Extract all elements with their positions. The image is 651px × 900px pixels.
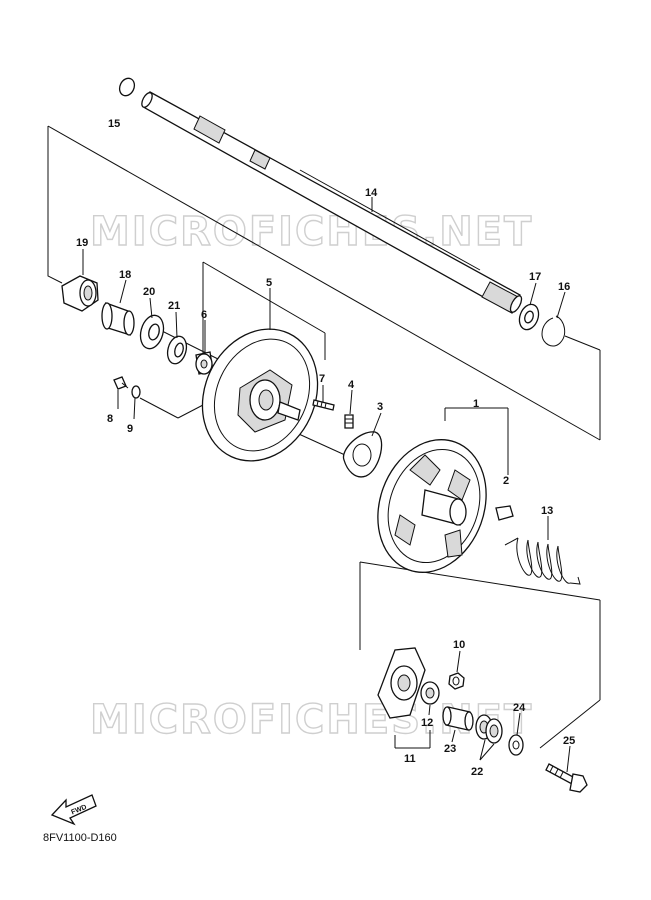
- washer-part-24[interactable]: [508, 734, 524, 756]
- collar-part-23[interactable]: [442, 706, 474, 731]
- callout-6: 6: [201, 309, 207, 321]
- nut-part-19[interactable]: [61, 275, 99, 312]
- callout-25: 25: [563, 735, 575, 747]
- washer-part-17[interactable]: [516, 302, 542, 333]
- fwd-arrow-icon: FWD: [50, 794, 97, 826]
- spring-part-13[interactable]: [504, 537, 581, 585]
- washer-part-20[interactable]: [137, 313, 167, 352]
- callout-22: 22: [471, 766, 483, 778]
- callout-17: 17: [529, 271, 541, 283]
- stud-bolt-part-7[interactable]: [312, 399, 335, 411]
- callouts: 15 14 19 18 20 21 6 5 7 4 3 8 9 1 2 17 1…: [76, 118, 575, 778]
- callout-19: 19: [76, 237, 88, 249]
- callout-15: 15: [108, 118, 120, 130]
- callout-14: 14: [365, 187, 378, 199]
- washer-part-21[interactable]: [165, 334, 190, 366]
- callout-20: 20: [143, 286, 155, 298]
- watermark-top: MICROFICHES.NET: [90, 209, 533, 255]
- slider-part-2[interactable]: [495, 505, 514, 521]
- callout-4: 4: [348, 379, 355, 391]
- callout-8: 8: [107, 413, 113, 425]
- callout-18: 18: [119, 269, 131, 281]
- callout-2: 2: [503, 475, 509, 487]
- circlip-part-16[interactable]: [541, 315, 566, 347]
- callout-1: 1: [473, 398, 479, 410]
- shaft-part-14[interactable]: [140, 91, 524, 314]
- collar-part-18[interactable]: [101, 302, 135, 336]
- bushings-part-22[interactable]: [475, 714, 503, 744]
- callout-24: 24: [513, 702, 526, 714]
- callout-10: 10: [453, 639, 465, 651]
- sliding-sheave-part-1[interactable]: [360, 424, 504, 587]
- fixed-sheave-part-5[interactable]: [181, 310, 338, 480]
- washer-part-9[interactable]: [131, 385, 141, 399]
- gasket-part-3[interactable]: [342, 431, 383, 478]
- callout-12: 12: [421, 717, 433, 729]
- callout-13: 13: [541, 505, 553, 517]
- drawing-code: 8FV1100-D160: [43, 832, 117, 844]
- callout-3: 3: [377, 401, 383, 413]
- callout-leaders: [82, 197, 571, 773]
- bushing-part-6[interactable]: [195, 351, 214, 375]
- callout-7: 7: [319, 373, 325, 385]
- callout-23: 23: [444, 743, 456, 755]
- callout-16: 16: [558, 281, 570, 293]
- callout-11: 11: [404, 753, 416, 765]
- bolt-part-8[interactable]: [113, 376, 129, 390]
- o-ring-part-15[interactable]: [117, 76, 137, 98]
- bearing-part-12[interactable]: [420, 681, 440, 705]
- bolt-part-25[interactable]: [545, 763, 588, 793]
- callout-5: 5: [266, 277, 272, 289]
- callout-21: 21: [168, 300, 180, 312]
- callout-9: 9: [127, 423, 133, 435]
- screw-part-4[interactable]: [344, 414, 354, 429]
- housing-part-11[interactable]: [377, 647, 426, 719]
- nut-part-10[interactable]: [448, 672, 465, 690]
